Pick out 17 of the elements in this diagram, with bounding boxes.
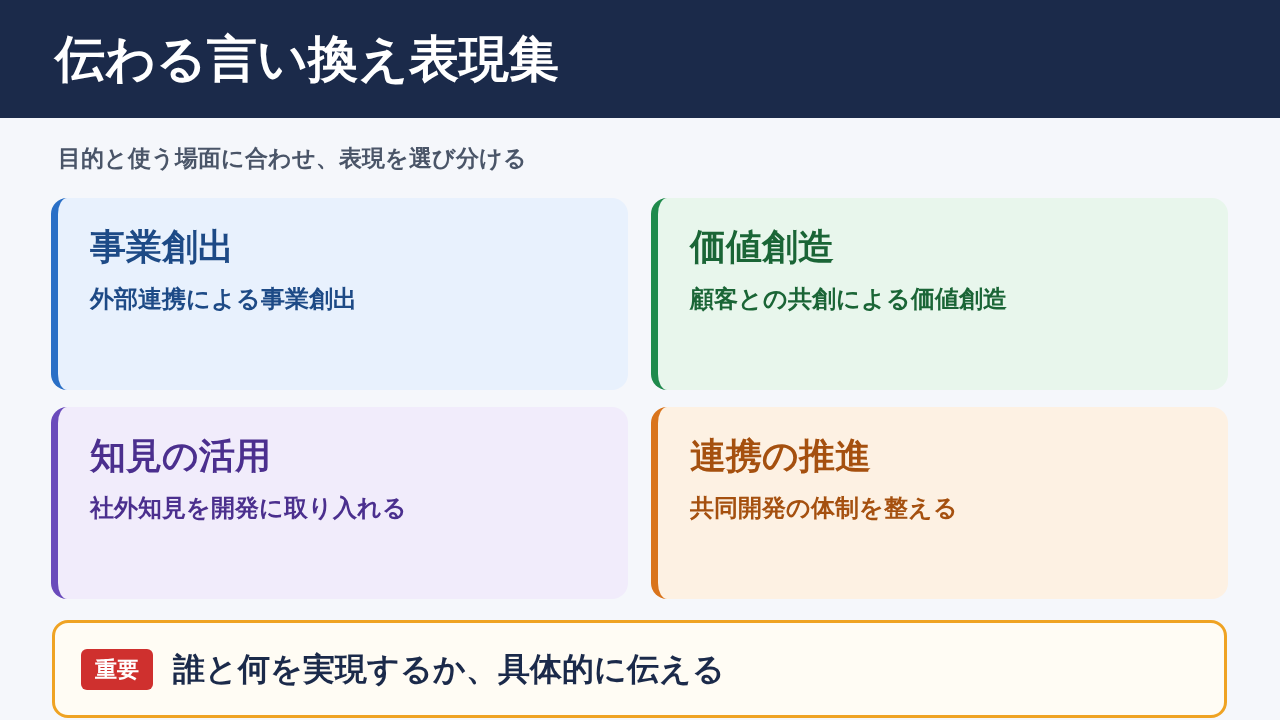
importance-badge: 重要 [81, 648, 153, 690]
card-text: 顧客との共創による価値創造 [690, 284, 1008, 314]
subtitle: 目的と使う場面に合わせ、表現を選び分ける [58, 144, 527, 173]
card-text: 誰と何を実現するか、具体的に伝える [173, 650, 725, 689]
page-title: 伝わる言い換え表現集 [55, 29, 559, 89]
card-heading: 連携の推進 [690, 434, 872, 478]
card-text: 社外知見を開発に取り入れる [90, 493, 408, 523]
card-heading: 価値創造 [690, 225, 835, 269]
category-card [651, 407, 1228, 599]
card-text: 共同開発の体制を整える [690, 493, 959, 523]
category-card [51, 198, 628, 390]
card-heading: 事業創出 [90, 225, 235, 269]
key-point-box [52, 620, 1227, 718]
category-card [51, 407, 628, 599]
card-text: 外部連携による事業創出 [90, 284, 358, 314]
card-heading: 知見の活用 [90, 434, 272, 478]
category-card [651, 198, 1228, 390]
